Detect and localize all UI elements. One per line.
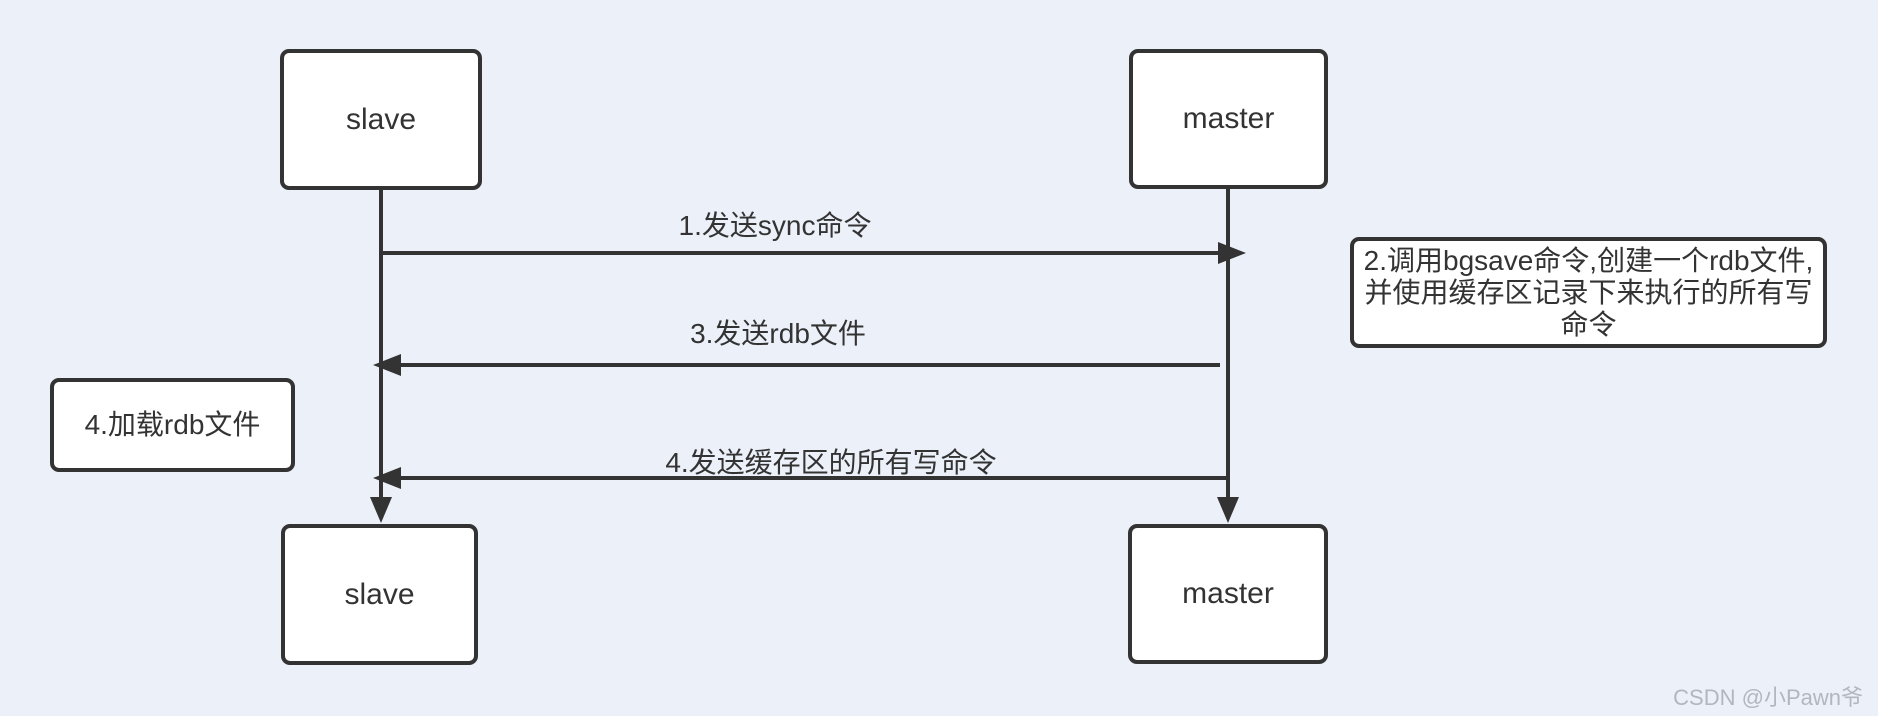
node-slave-bottom: slave [281, 524, 478, 665]
node-slave-top-label: slave [345, 102, 417, 136]
note-load-rdb-label: 4.加载rdb文件 [84, 409, 261, 440]
master-lifeline-arrowhead-icon [1217, 497, 1239, 523]
msg3-label: 3.发送rdb文件 [690, 318, 866, 349]
node-slave-bottom-label: slave [344, 577, 415, 611]
msg3-arrowhead-icon [373, 354, 401, 376]
msg4-arrowhead-icon [373, 467, 401, 489]
msg1-arrowhead-icon [1218, 242, 1246, 264]
node-slave-top: slave [280, 49, 482, 190]
node-master-bottom: master [1128, 524, 1328, 664]
msg4-label: 4.发送缓存区的所有写命令 [665, 447, 997, 478]
note-bgsave-label: 2.调用bgsave命令,创建一个rdb文件,并使用缓存区记录下来执行的所有写命… [1363, 244, 1814, 340]
node-master-top: master [1129, 49, 1328, 189]
note-load-rdb: 4.加载rdb文件 [50, 378, 295, 472]
node-master-top-label: master [1182, 102, 1275, 135]
slave-lifeline-arrowhead-icon [370, 497, 392, 523]
note-bgsave: 2.调用bgsave命令,创建一个rdb文件,并使用缓存区记录下来执行的所有写命… [1350, 237, 1827, 348]
watermark: CSDN @小Pawn爷 [1673, 685, 1863, 710]
node-master-bottom-label: master [1182, 577, 1274, 610]
msg1-label: 1.发送sync命令 [678, 210, 872, 241]
